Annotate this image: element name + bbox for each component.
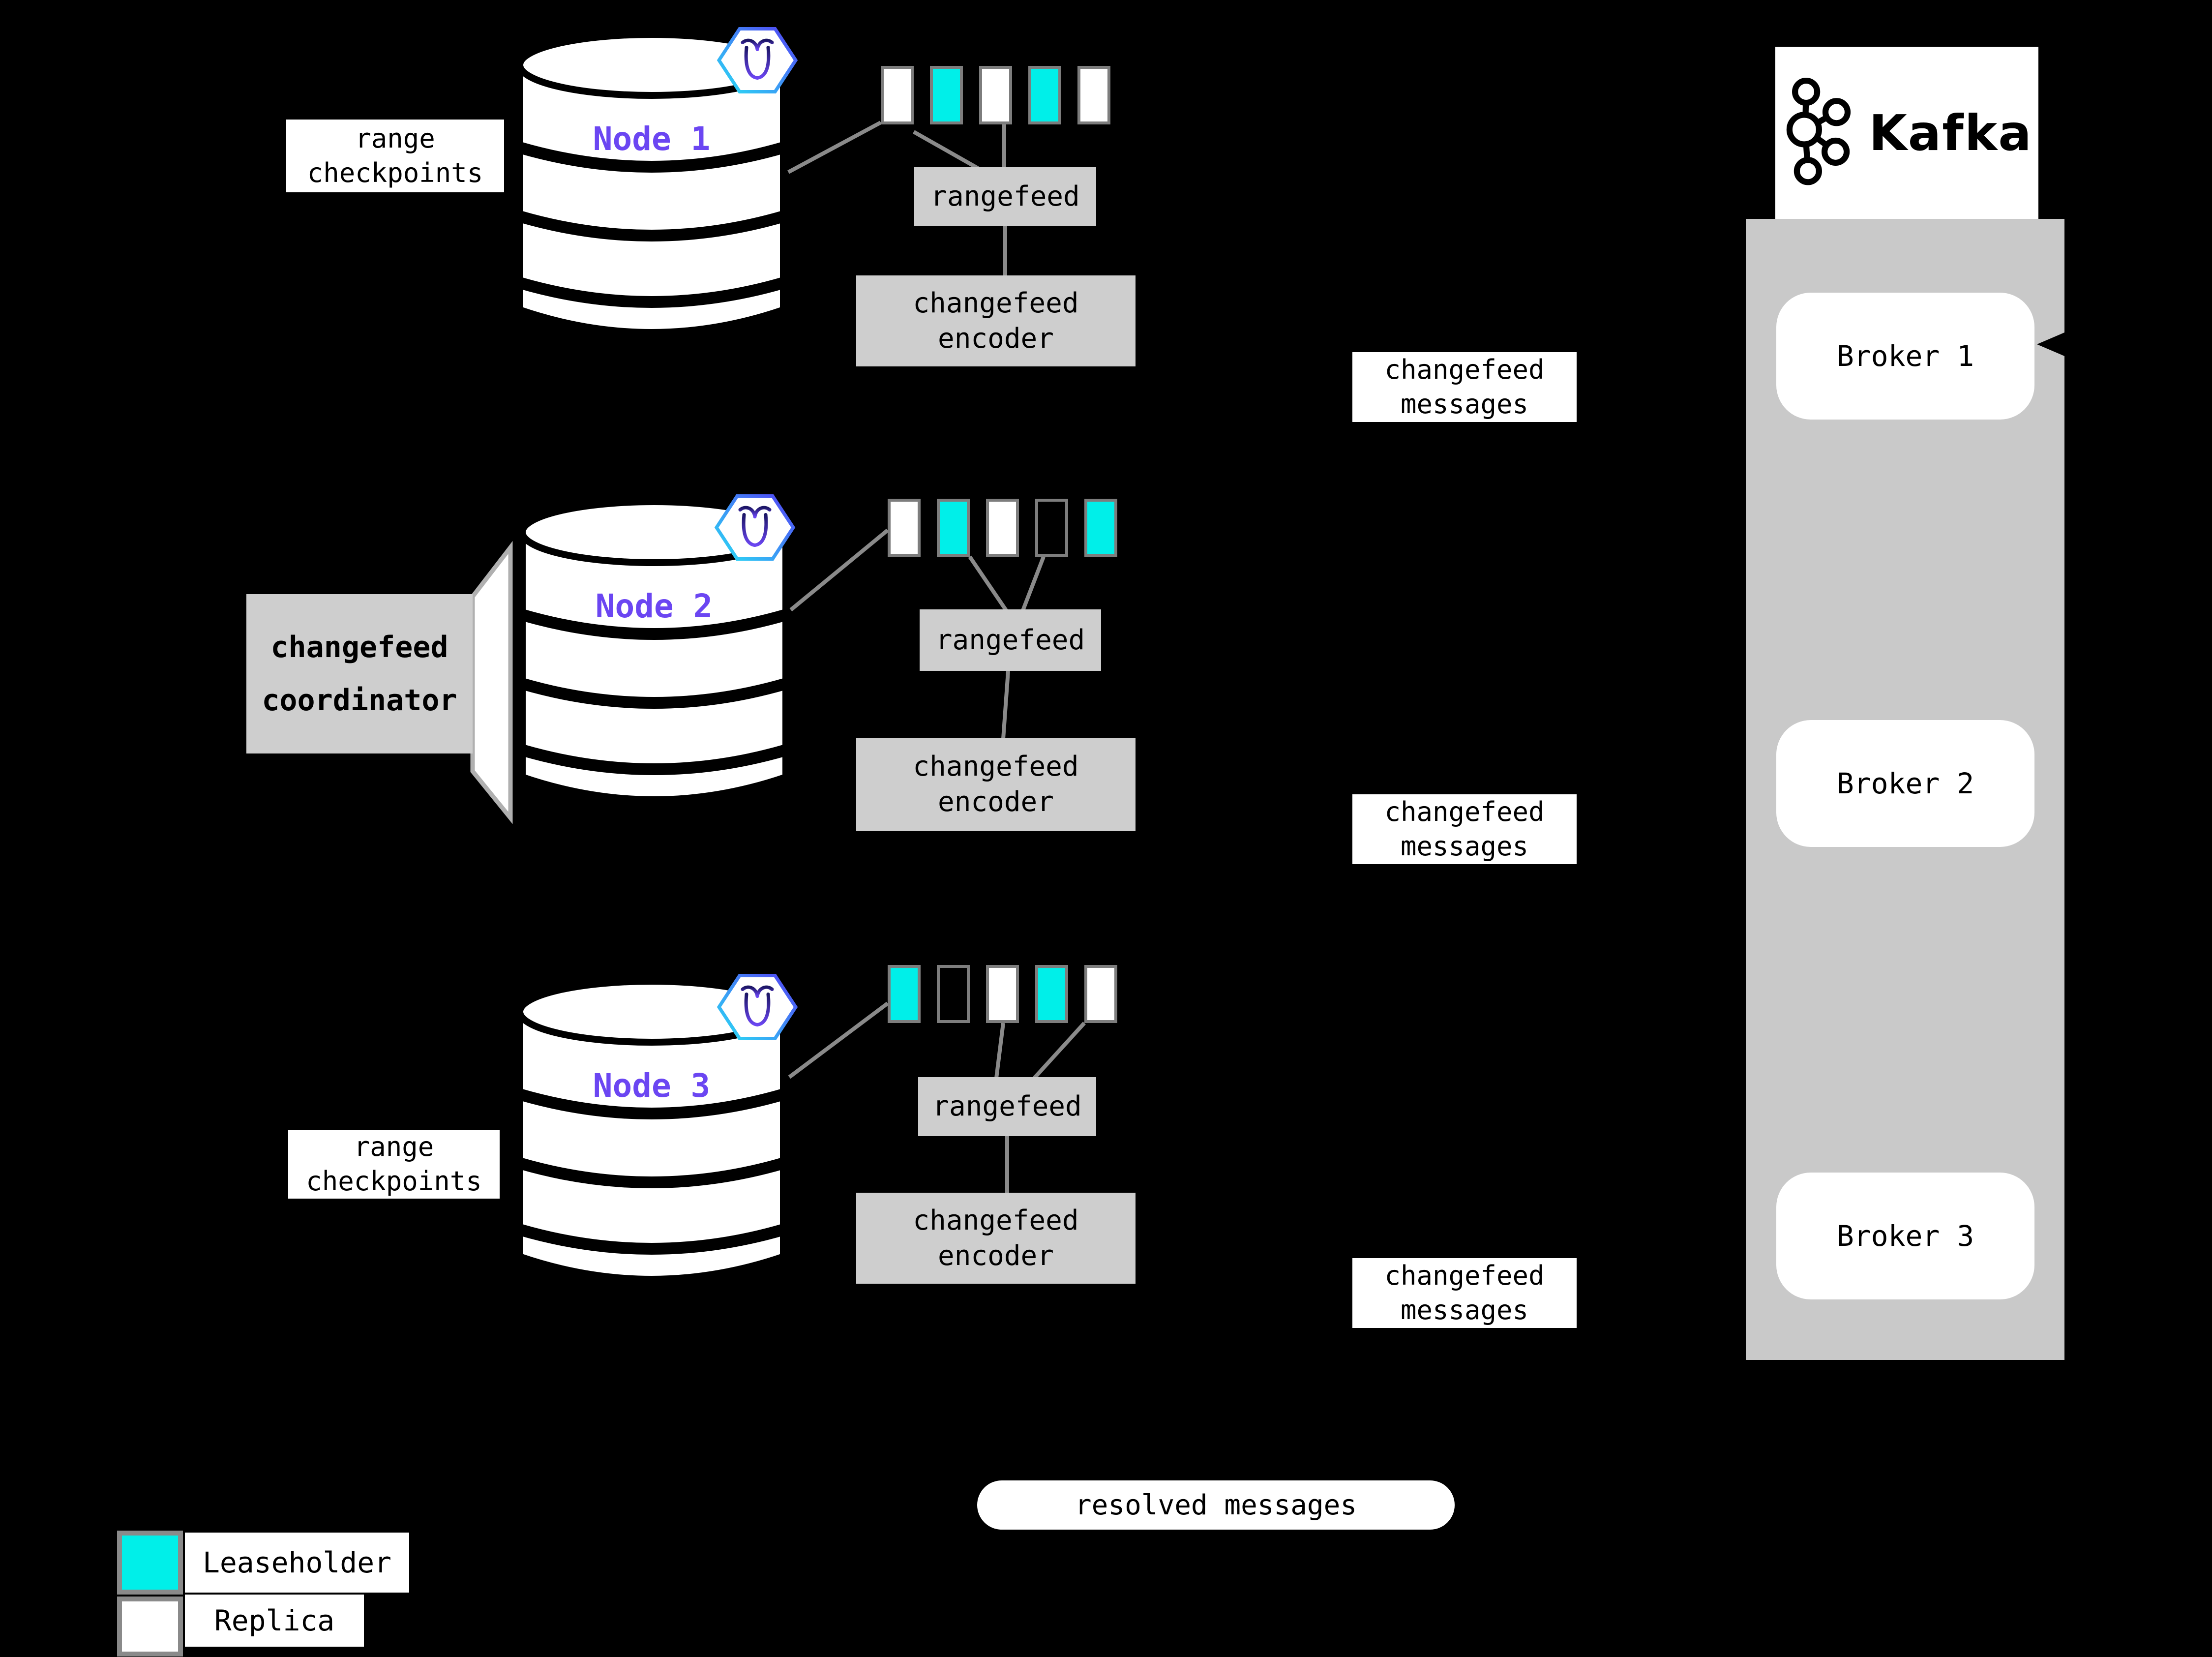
cockroachdb-logo-icon [714,969,801,1045]
encoder-text-1: changefeed encoder [913,287,1079,355]
kafka-icon [1787,77,1851,185]
legend-leaseholder-swatch [117,1531,183,1595]
encoder-text-3: changefeed encoder [913,1204,1079,1272]
rangefeed-box-2: rangefeed [920,609,1101,671]
node-3-text: Node 3 [593,1067,711,1105]
kafka-logo-box: Kafka [1775,47,2038,219]
cockroachdb-logo-icon [712,489,798,566]
range-square [1035,965,1068,1023]
encoder-text-2: changefeed encoder [913,751,1079,818]
legend-leaseholder-text: Leaseholder [202,1546,392,1579]
range-square [888,965,921,1023]
coordinator-flap [470,541,513,824]
range-square [937,965,970,1023]
range-square [881,66,914,124]
range-square [1028,66,1061,124]
legend-replica-text: Replica [214,1604,335,1637]
broker-2: Broker 2 [1776,720,2034,847]
node-1-text: Node 1 [593,120,711,158]
changefeed-messages-label-2: changefeed messages [1352,794,1577,864]
broker-1-label: Broker 1 [1836,339,1974,373]
range-square [979,66,1012,124]
arrowhead-icon [2037,332,2064,356]
rangefeed-text-1: rangefeed [930,181,1080,212]
range-checkpoints-label-2: range checkpoints [288,1130,500,1199]
changefeed-messages-label-3: changefeed messages [1352,1258,1577,1328]
rangefeed-box-3: rangefeed [918,1077,1096,1136]
messages-text-3: changefeed messages [1384,1260,1545,1326]
rangefeed-text-2: rangefeed [935,624,1085,656]
range-square [986,499,1019,557]
broker-3: Broker 3 [1776,1173,2034,1299]
range-checkpoints-text-2: range checkpoints [306,1131,482,1197]
messages-text-1: changefeed messages [1384,354,1545,420]
range-checkpoints-label-1: range checkpoints [286,120,504,192]
broker-3-label: Broker 3 [1836,1219,1974,1253]
changefeed-encoder-box-1: changefeed encoder [856,275,1136,366]
legend-replica-label: Replica [185,1595,364,1647]
rangefeed-box-1: rangefeed [914,167,1096,226]
changefeed-coordinator-box: changefeed coordinator [246,594,473,753]
range-square [888,499,921,557]
range-square [1084,499,1117,557]
range-square [1084,965,1117,1023]
coordinator-text: changefeed coordinator [262,630,457,718]
resolved-messages-pill: resolved messages [977,1480,1455,1530]
range-square [986,965,1019,1023]
node-2-label: Node 2 [517,584,791,629]
legend-replica-swatch [117,1597,183,1657]
range-square [1035,499,1068,557]
range-square [937,499,970,557]
range-square [930,66,963,124]
legend-leaseholder-label: Leaseholder [185,1533,409,1593]
resolved-messages-text: resolved messages [1075,1489,1357,1521]
node-2-text: Node 2 [595,587,713,625]
broker-2-label: Broker 2 [1836,767,1974,800]
messages-text-2: changefeed messages [1384,796,1545,862]
kafka-brand: Kafka [1869,104,2033,162]
node-3-label: Node 3 [515,1064,788,1108]
changefeed-encoder-box-3: changefeed encoder [856,1193,1136,1284]
changefeed-encoder-box-2: changefeed encoder [856,738,1136,831]
node-1-label: Node 1 [515,117,788,161]
rangefeed-text-3: rangefeed [932,1090,1082,1122]
broker-1: Broker 1 [1776,293,2034,420]
cockroachdb-logo-icon [714,22,801,98]
range-square [1077,66,1110,124]
range-checkpoints-text-1: range checkpoints [307,123,483,188]
changefeed-messages-label-1: changefeed messages [1352,352,1577,422]
